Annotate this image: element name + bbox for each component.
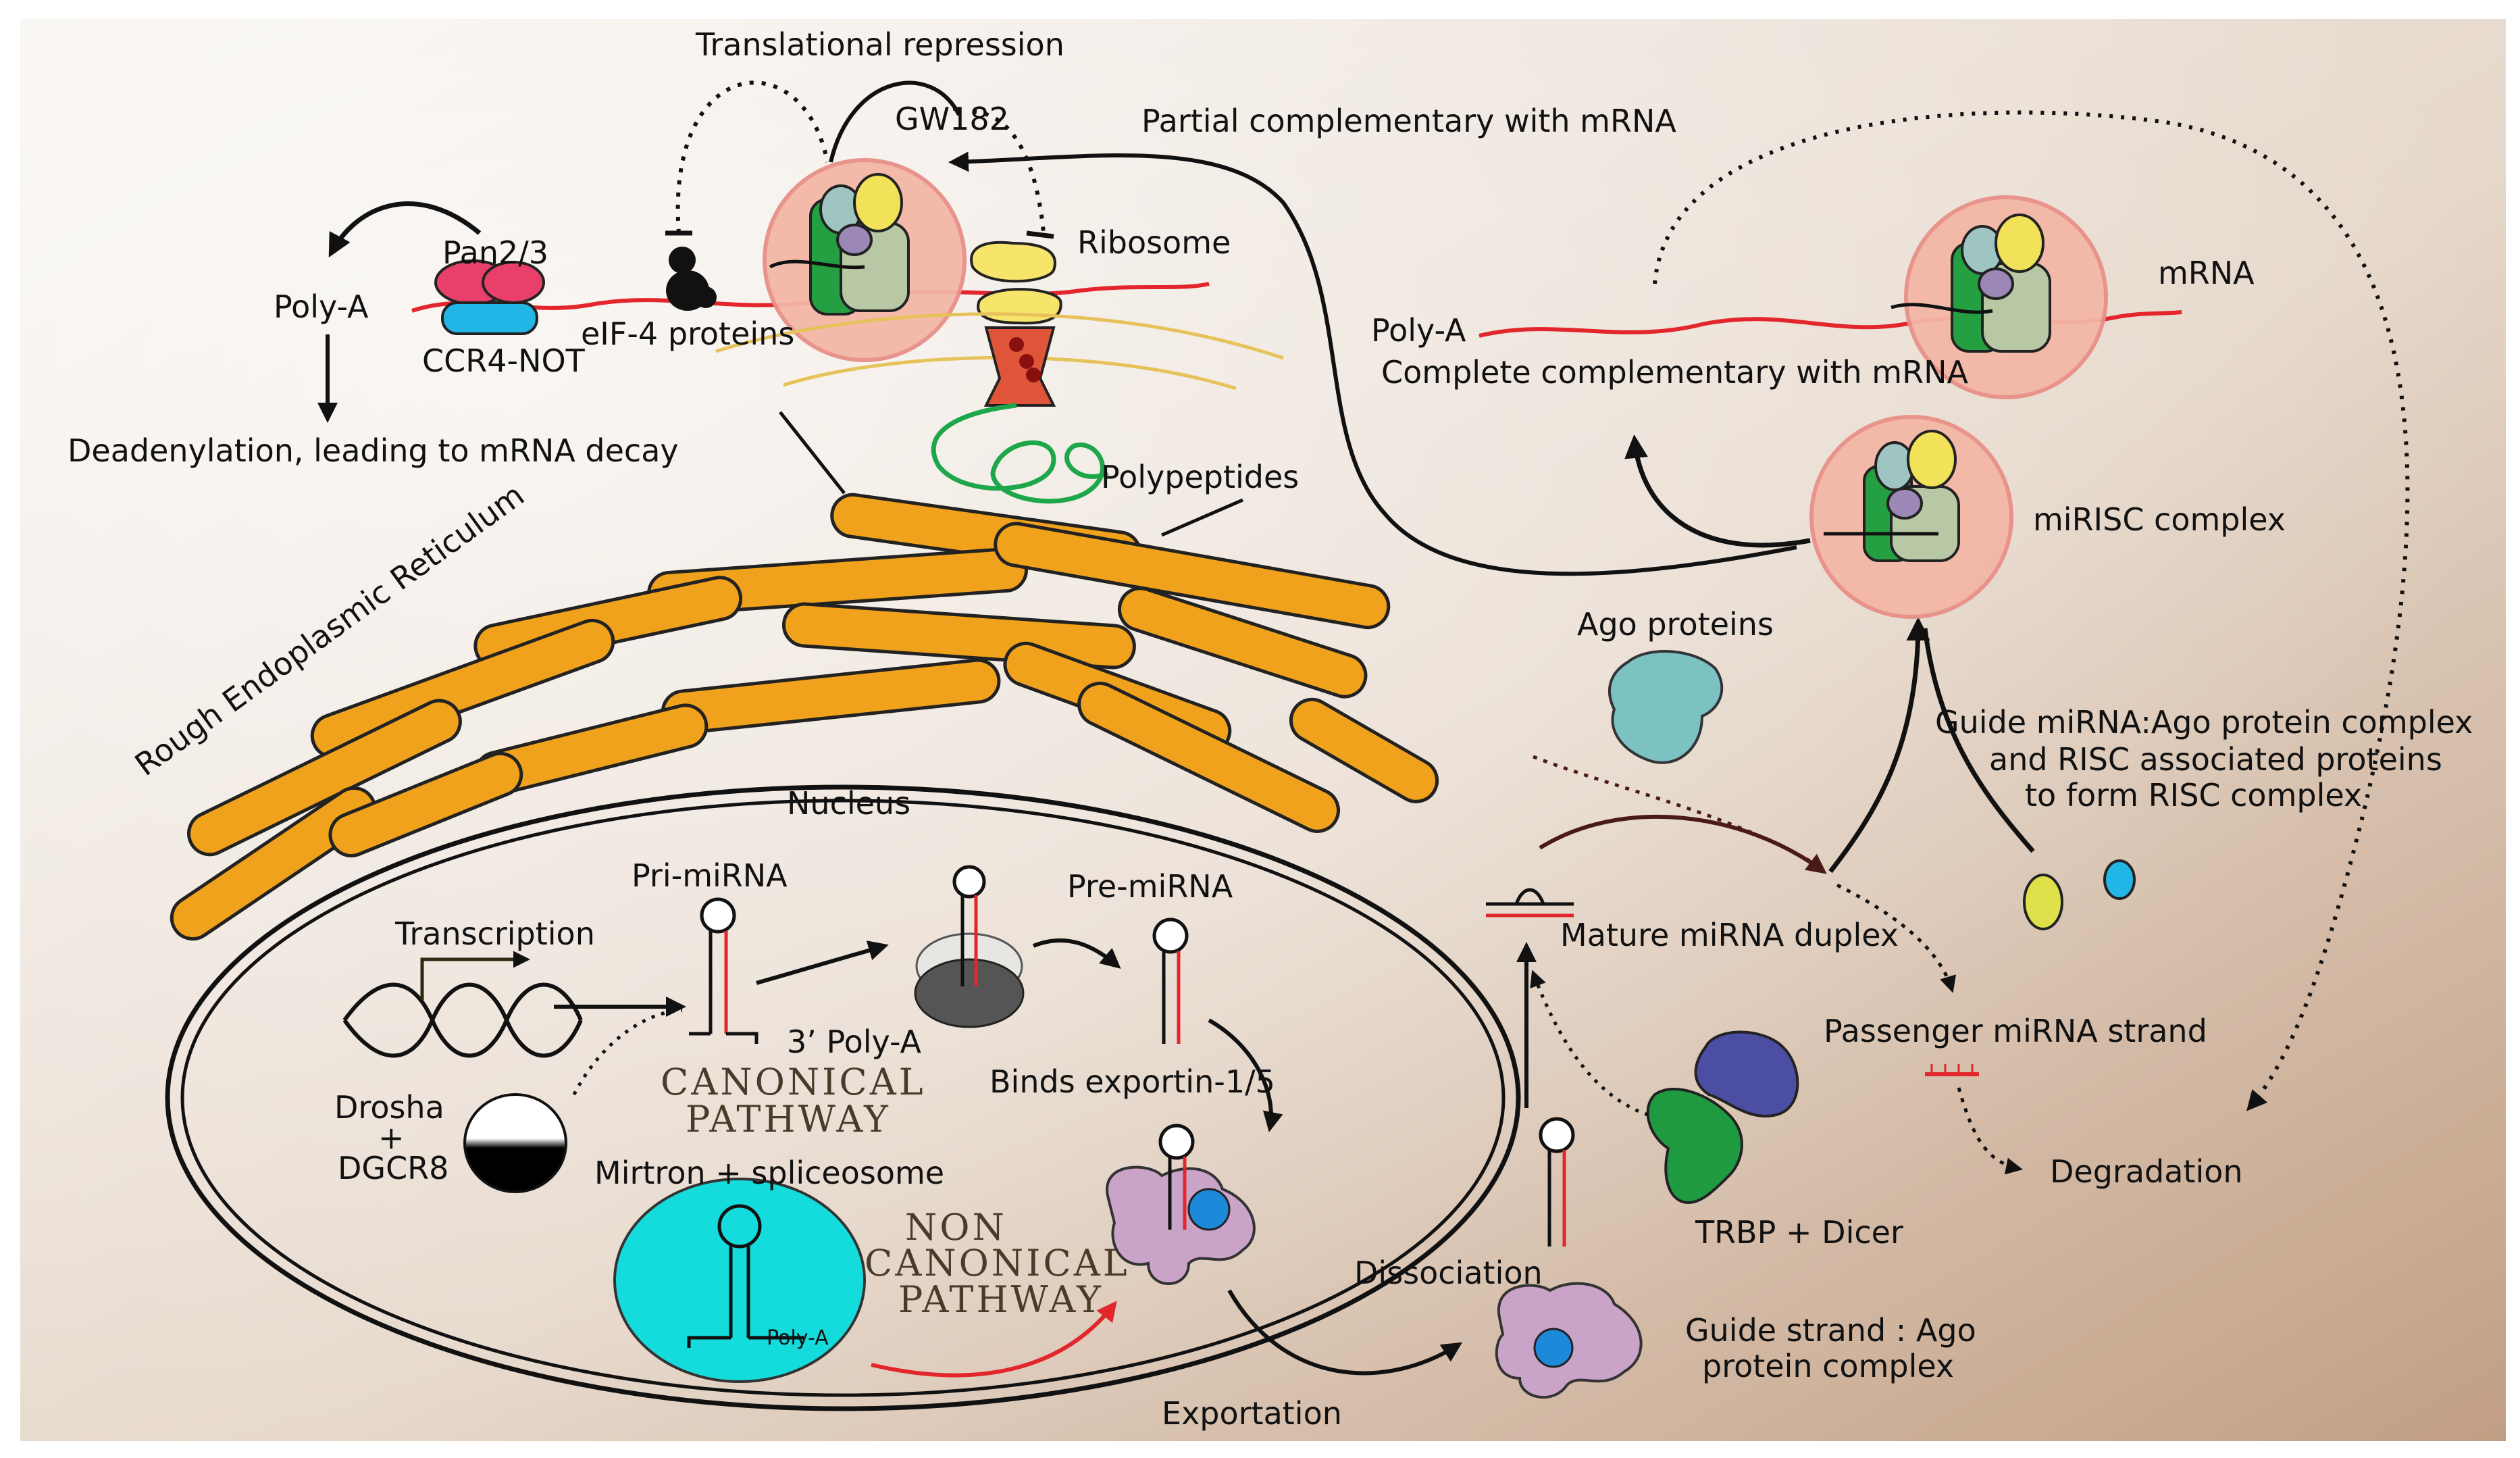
polypeptide-chain [931,403,1109,504]
label-degradation: Degradation [2050,1153,2243,1190]
label-mirisc: miRISC complex [2033,501,2286,538]
label-mature-duplex: Mature miRNA duplex [1560,917,1899,953]
label-pre-mirna: Pre-miRNA [1067,868,1233,905]
pan-ccr4-complex [434,259,545,335]
drosha-processing [914,865,1025,1028]
to-risc-arrow [1828,617,1930,874]
translocon [983,326,1056,407]
dicer-dotted-arrow [1530,970,1649,1117]
label-polypeptides: Polypeptides [1101,459,1299,495]
noncanonical-red-arrow [871,1301,1117,1378]
trbp-dicer [1646,1030,1799,1205]
label-ccr4-not: CCR4-NOT [422,343,586,379]
label-gw182: GW182 [895,101,1009,137]
label-dissociation: Dissociation [1354,1255,1543,1291]
label-passenger: Passenger miRNA strand [1824,1013,2207,1049]
cytoplasm-pre-mirna [1539,1117,1575,1247]
label-poly-a-left: Poly-A [274,288,369,325]
label-noncanon-1: NON [905,1206,1007,1249]
dna-helix [342,982,583,1058]
drosha-dgcr8-shape [463,1093,567,1193]
nucleus-inner [180,799,1506,1397]
proteins-to-risc-arrow [1922,628,2035,853]
polypeptide-pointer [1161,498,1243,537]
degradation-dotted-arc [1653,110,2410,1111]
processing-to-premirna-arrow [1032,938,1121,969]
ccr4-shape [441,301,538,335]
label-pri-mirna: Pri-miRNA [632,857,788,894]
label-guide-line1: Guide miRNA:Ago protein complex [1935,704,2473,740]
label-pan23: Pan2/3 [442,234,548,271]
pan-to-polya-arrow [328,201,482,258]
repression-dotted-arc [675,80,829,234]
mirisc-circle [1809,415,2013,619]
transcription-arrow [420,951,530,1000]
er-pointer [779,411,846,495]
label-partial-complementary: Partial complementary with mRNA [1141,103,1676,139]
repression-arc-solid [829,80,961,163]
label-guide-strand-2: protein complex [1702,1348,1954,1384]
label-mrna: mRNA [2158,255,2255,291]
risc-protein-yellow [2023,874,2063,930]
label-guide-line2: and RISC associated proteins [1989,741,2442,778]
mature-mirna-duplex-icon [1486,888,1574,917]
label-canonical-1: CANONICAL [661,1061,926,1103]
label-plus: + [378,1120,405,1156]
label-nucleus: Nucleus [787,785,910,822]
risc-circle-top [763,158,967,362]
exportation-arrow [1227,1289,1463,1376]
label-ago-proteins: Ago proteins [1577,606,1774,643]
repression-bar-right [1026,230,1054,239]
label-binds-exportin: Binds exportin-1/5 [989,1063,1275,1100]
risc-protein-cyan [2103,859,2136,900]
premirna-to-exportin-arrow [1208,1018,1283,1132]
labels: Translational repression GW182 Partial c… [68,26,2473,1432]
drosha-dotted-arrow [572,1008,683,1096]
label-translational-repression: Translational repression [695,26,1064,63]
label-exportation: Exportation [1162,1395,1342,1432]
primirna-to-processing-arrow [756,940,889,985]
passenger-strand-icon [1925,1064,1979,1076]
label-poly-a-small: Poly-A [767,1326,829,1350]
pre-mirna-hairpin [1152,917,1189,1044]
eif4-protein [666,247,717,311]
mirtron-spliceosome [613,1178,866,1383]
label-dgcr8: DGCR8 [338,1150,448,1186]
label-transcription: Transcription [394,915,595,952]
label-deadenylation: Deadenylation, leading to mRNA decay [68,432,679,469]
ago-protein-shape [1608,650,1724,764]
mrna-strand-right [1478,310,2182,338]
label-canonical-2: PATHWAY [686,1098,891,1140]
label-mirtron: Mirtron + spliceosome [594,1155,944,1191]
to-passenger-dotted-arrow [1836,883,1957,993]
rough-er [170,493,1439,941]
label-noncanon-2: CANONICAL [865,1242,1130,1284]
label-eif4: eIF-4 proteins [581,316,794,352]
er-membrane-top [715,312,1284,360]
label-poly-a-right: Poly-A [1371,312,1466,349]
mirisc-to-partial-arrow [948,151,1797,576]
mirisc-to-complete-arrow [1624,434,1811,548]
label-guide-line3: to form RISC complex [2025,777,2362,813]
exportin-complex [1106,1124,1256,1285]
label-drosha: Drosha [334,1089,444,1126]
label-ribosome: Ribosome [1077,224,1231,261]
pri-mirna-hairpin [689,897,758,1044]
label-trbp-dicer: TRBP + Dicer [1695,1214,1903,1251]
guide-strand-ago-complex [1495,1282,1643,1399]
label-poly-a-3: 3’ Poly-A [787,1024,922,1060]
label-complete-complementary: Complete complementary with mRNA [1381,354,1968,391]
ago-dotted-arrow [1533,755,1818,867]
nucleus-outer [165,784,1521,1411]
risc-circle-right [1891,195,2108,399]
label-noncanon-3: PATHWAY [898,1278,1104,1321]
label-guide-strand-1: Guide strand : Ago [1685,1312,1976,1349]
